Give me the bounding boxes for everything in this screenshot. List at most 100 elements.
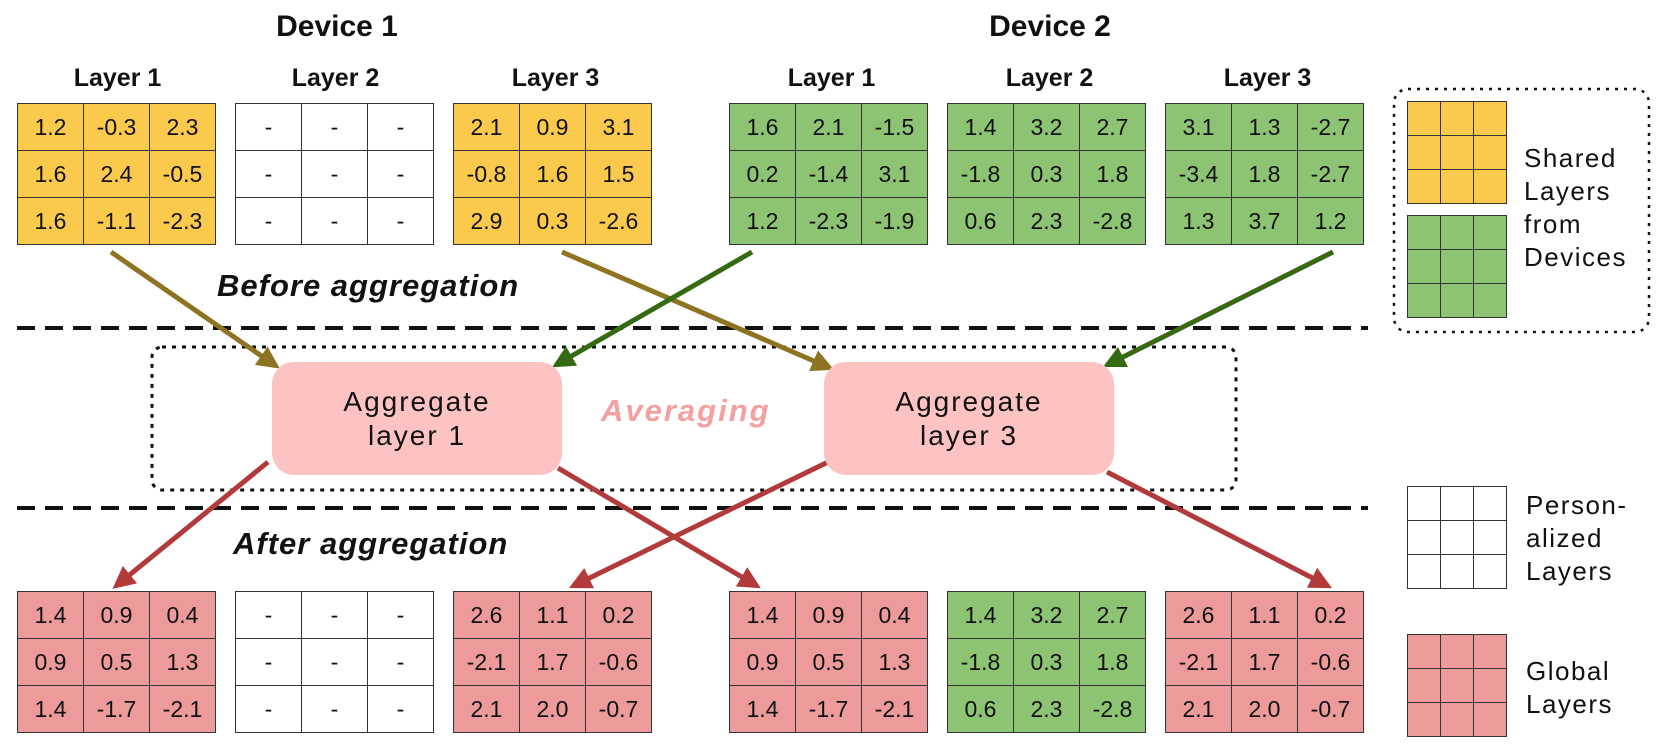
legend-swatch-cell (1440, 520, 1474, 555)
matrix-cell: -1.9 (861, 197, 928, 245)
after-aggregation-label: After aggregation (233, 526, 509, 561)
legend-swatch-cell (1407, 215, 1441, 250)
averaging-label: Averaging (601, 393, 771, 428)
d1-layer-2-before-grid-row: --- (235, 150, 434, 198)
matrix-cell: 1.3 (149, 638, 216, 686)
matrix-cell: - (367, 103, 434, 151)
matrix-cell: 0.9 (519, 103, 586, 151)
legend-global-grid (1407, 634, 1507, 737)
d2-layer-3-title: Layer 3 (1223, 64, 1312, 92)
aggregate-layer-1-line1: Aggregate (343, 385, 491, 417)
legend-shared-yellow-grid (1407, 101, 1507, 204)
matrix-cell: -2.7 (1297, 150, 1364, 198)
matrix-cell: 2.1 (795, 103, 862, 151)
legend-swatch-cell (1407, 249, 1441, 284)
matrix-cell: -2.6 (585, 197, 652, 245)
legend-swatch-cell (1407, 169, 1441, 204)
matrix-cell: - (367, 197, 434, 245)
matrix-cell: 3.2 (1013, 591, 1080, 639)
matrix-cell: 1.6 (729, 103, 796, 151)
legend-global-line-2: Layers (1526, 689, 1614, 719)
matrix-cell: 2.7 (1079, 591, 1146, 639)
matrix-cell: 1.1 (1231, 591, 1298, 639)
matrix-cell: 1.1 (519, 591, 586, 639)
matrix-cell: - (367, 591, 434, 639)
matrix-cell: -0.6 (1297, 638, 1364, 686)
matrix-cell: 2.1 (453, 103, 520, 151)
matrix-cell: 0.9 (17, 638, 84, 686)
legend-swatch-cell (1473, 215, 1507, 250)
d1-layer-1-title: Layer 1 (73, 64, 162, 92)
legend-swatch-cell (1473, 634, 1507, 669)
matrix-cell: 1.4 (729, 685, 796, 733)
legend-swatch-cell (1407, 283, 1441, 318)
d1-layer-2-after-grid-row: --- (235, 638, 434, 686)
legend-swatch-cell (1473, 249, 1507, 284)
matrix-cell: 0.9 (795, 591, 862, 639)
matrix-cell: -2.7 (1297, 103, 1364, 151)
legend-swatch-row (1407, 554, 1507, 589)
legend-swatch-cell (1473, 486, 1507, 521)
matrix-cell: 1.8 (1079, 150, 1146, 198)
matrix-cell: -2.1 (1165, 638, 1232, 686)
legend-swatch-cell (1407, 135, 1441, 170)
matrix-cell: 2.7 (1079, 103, 1146, 151)
matrix-cell: 0.5 (83, 638, 150, 686)
matrix-cell: 1.3 (1165, 197, 1232, 245)
d1-layer-3-title: Layer 3 (511, 64, 600, 92)
matrix-cell: 1.4 (17, 591, 84, 639)
legend-swatch-cell (1407, 101, 1441, 136)
matrix-cell: - (235, 638, 302, 686)
aggregation-region (150, 345, 1238, 492)
matrix-cell: - (301, 150, 368, 198)
legend-swatch-cell (1440, 249, 1474, 284)
arrow-agg1-to-d1-layer1 (112, 460, 270, 589)
matrix-cell: 1.4 (947, 591, 1014, 639)
d1-layer-2-title: Layer 2 (291, 64, 380, 92)
matrix-cell: 0.4 (861, 591, 928, 639)
matrix-cell: - (301, 685, 368, 733)
matrix-cell: 1.6 (17, 197, 84, 245)
matrix-cell: 3.7 (1231, 197, 1298, 245)
device-1-title: Device 1 (276, 10, 398, 43)
matrix-cell: -2.1 (453, 638, 520, 686)
matrix-cell: 3.1 (861, 150, 928, 198)
legend-swatch-cell (1440, 702, 1474, 737)
legend-swatch-cell (1407, 520, 1441, 555)
matrix-cell: -0.3 (83, 103, 150, 151)
legend-personalized-text: Person- alized Layers (1526, 489, 1628, 588)
d1-layer-1-after-grid-row: 1.4-1.7-2.1 (17, 685, 216, 733)
d1-layer-2-before-grid-row: --- (235, 197, 434, 245)
matrix-cell: - (301, 638, 368, 686)
legend-shared-green-grid (1407, 215, 1507, 318)
before-aggregation-label: Before aggregation (217, 268, 520, 303)
legend-personalized-line-3: Layers (1526, 556, 1614, 586)
legend-global-text: Global Layers (1526, 655, 1613, 721)
d2-layer-1-after-grid-row: 1.4-1.7-2.1 (729, 685, 928, 733)
legend-swatch-row (1407, 283, 1507, 318)
matrix-cell: 2.3 (149, 103, 216, 151)
matrix-cell: -2.1 (861, 685, 928, 733)
matrix-cell: 2.3 (1013, 197, 1080, 245)
matrix-cell: -1.1 (83, 197, 150, 245)
matrix-cell: 0.4 (149, 591, 216, 639)
legend-swatch-cell (1440, 169, 1474, 204)
matrix-cell: 2.0 (519, 685, 586, 733)
matrix-cell: 2.3 (1013, 685, 1080, 733)
